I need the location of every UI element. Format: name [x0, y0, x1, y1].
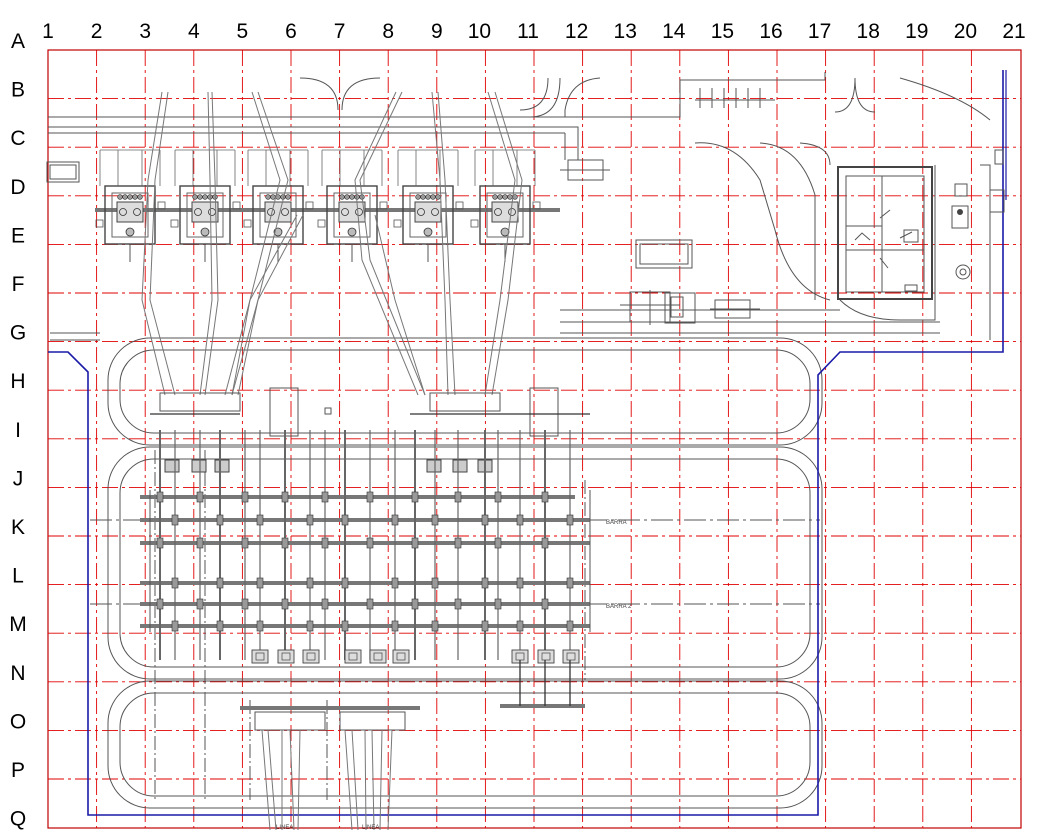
grid-column-label: 5 — [237, 20, 249, 43]
transformer-bay — [95, 149, 166, 262]
transformer-bay — [317, 149, 388, 262]
grid-column-label: 1 — [42, 20, 54, 43]
grid-column-label: 6 — [285, 20, 297, 43]
grid-column-label: 3 — [139, 20, 151, 43]
transformer-bay — [393, 149, 464, 262]
line-left-label: LINEA — [276, 825, 293, 831]
busbar-system — [140, 387, 591, 831]
grid-row-label: N — [10, 662, 25, 685]
grid-row-label: D — [10, 176, 25, 199]
grid-column-label: 9 — [431, 20, 443, 43]
grid-row-label: E — [11, 224, 25, 247]
grid-column-label: 20 — [954, 20, 977, 43]
control-building — [837, 149, 1005, 300]
grid-column-label: 10 — [468, 20, 491, 43]
grid-row-label: C — [10, 127, 25, 150]
grid-column-label: 19 — [905, 20, 928, 43]
barra-upper-label: BARRA — [606, 520, 627, 526]
transformer-bay — [470, 149, 541, 262]
grid-row-label: B — [11, 79, 25, 102]
grid-row-label: L — [12, 565, 24, 588]
transformer-bay — [243, 149, 314, 262]
grid-row-label: A — [11, 30, 25, 53]
grid-column-label: 11 — [517, 20, 539, 43]
grid-row-labels: A B C D E F G H I J K L M N O P Q — [9, 30, 27, 831]
grid-row-label: K — [11, 516, 25, 539]
grid-column-label: 4 — [188, 20, 200, 43]
transformer-bay — [170, 149, 241, 262]
barra-lower-label: BARRA 2 — [606, 604, 632, 610]
grid-row-label: Q — [10, 808, 26, 831]
grid-column-label: 14 — [662, 20, 686, 43]
grid-row-label: G — [10, 322, 26, 345]
grid-row-label: I — [15, 419, 21, 442]
auxiliary-equipment — [46, 80, 775, 325]
grid-row-label: H — [10, 370, 25, 393]
grid-row-label: O — [10, 710, 26, 733]
grid-column-label: 7 — [334, 20, 346, 43]
grid-row-label: P — [11, 759, 25, 782]
grid-column-label: 13 — [614, 20, 637, 43]
grid-column-label: 8 — [382, 20, 394, 43]
grid-row-label: F — [12, 273, 25, 296]
property-boundary — [48, 70, 1004, 816]
grid-column-label: 17 — [808, 20, 831, 43]
grid-column-label: 16 — [759, 20, 782, 43]
grid-column-label: 15 — [711, 20, 734, 43]
line-right-label: LINEA — [362, 825, 379, 831]
grid-column-label: 12 — [565, 20, 588, 43]
grid-column-label: 2 — [91, 20, 103, 43]
grid-column-label: 18 — [857, 20, 880, 43]
grid-row-label: J — [13, 467, 24, 490]
feeder-lines — [141, 91, 523, 396]
grid-column-label: 21 — [1002, 20, 1025, 43]
grid-row-label: M — [9, 613, 27, 636]
transformer-bays — [95, 149, 560, 262]
roads — [48, 72, 991, 809]
